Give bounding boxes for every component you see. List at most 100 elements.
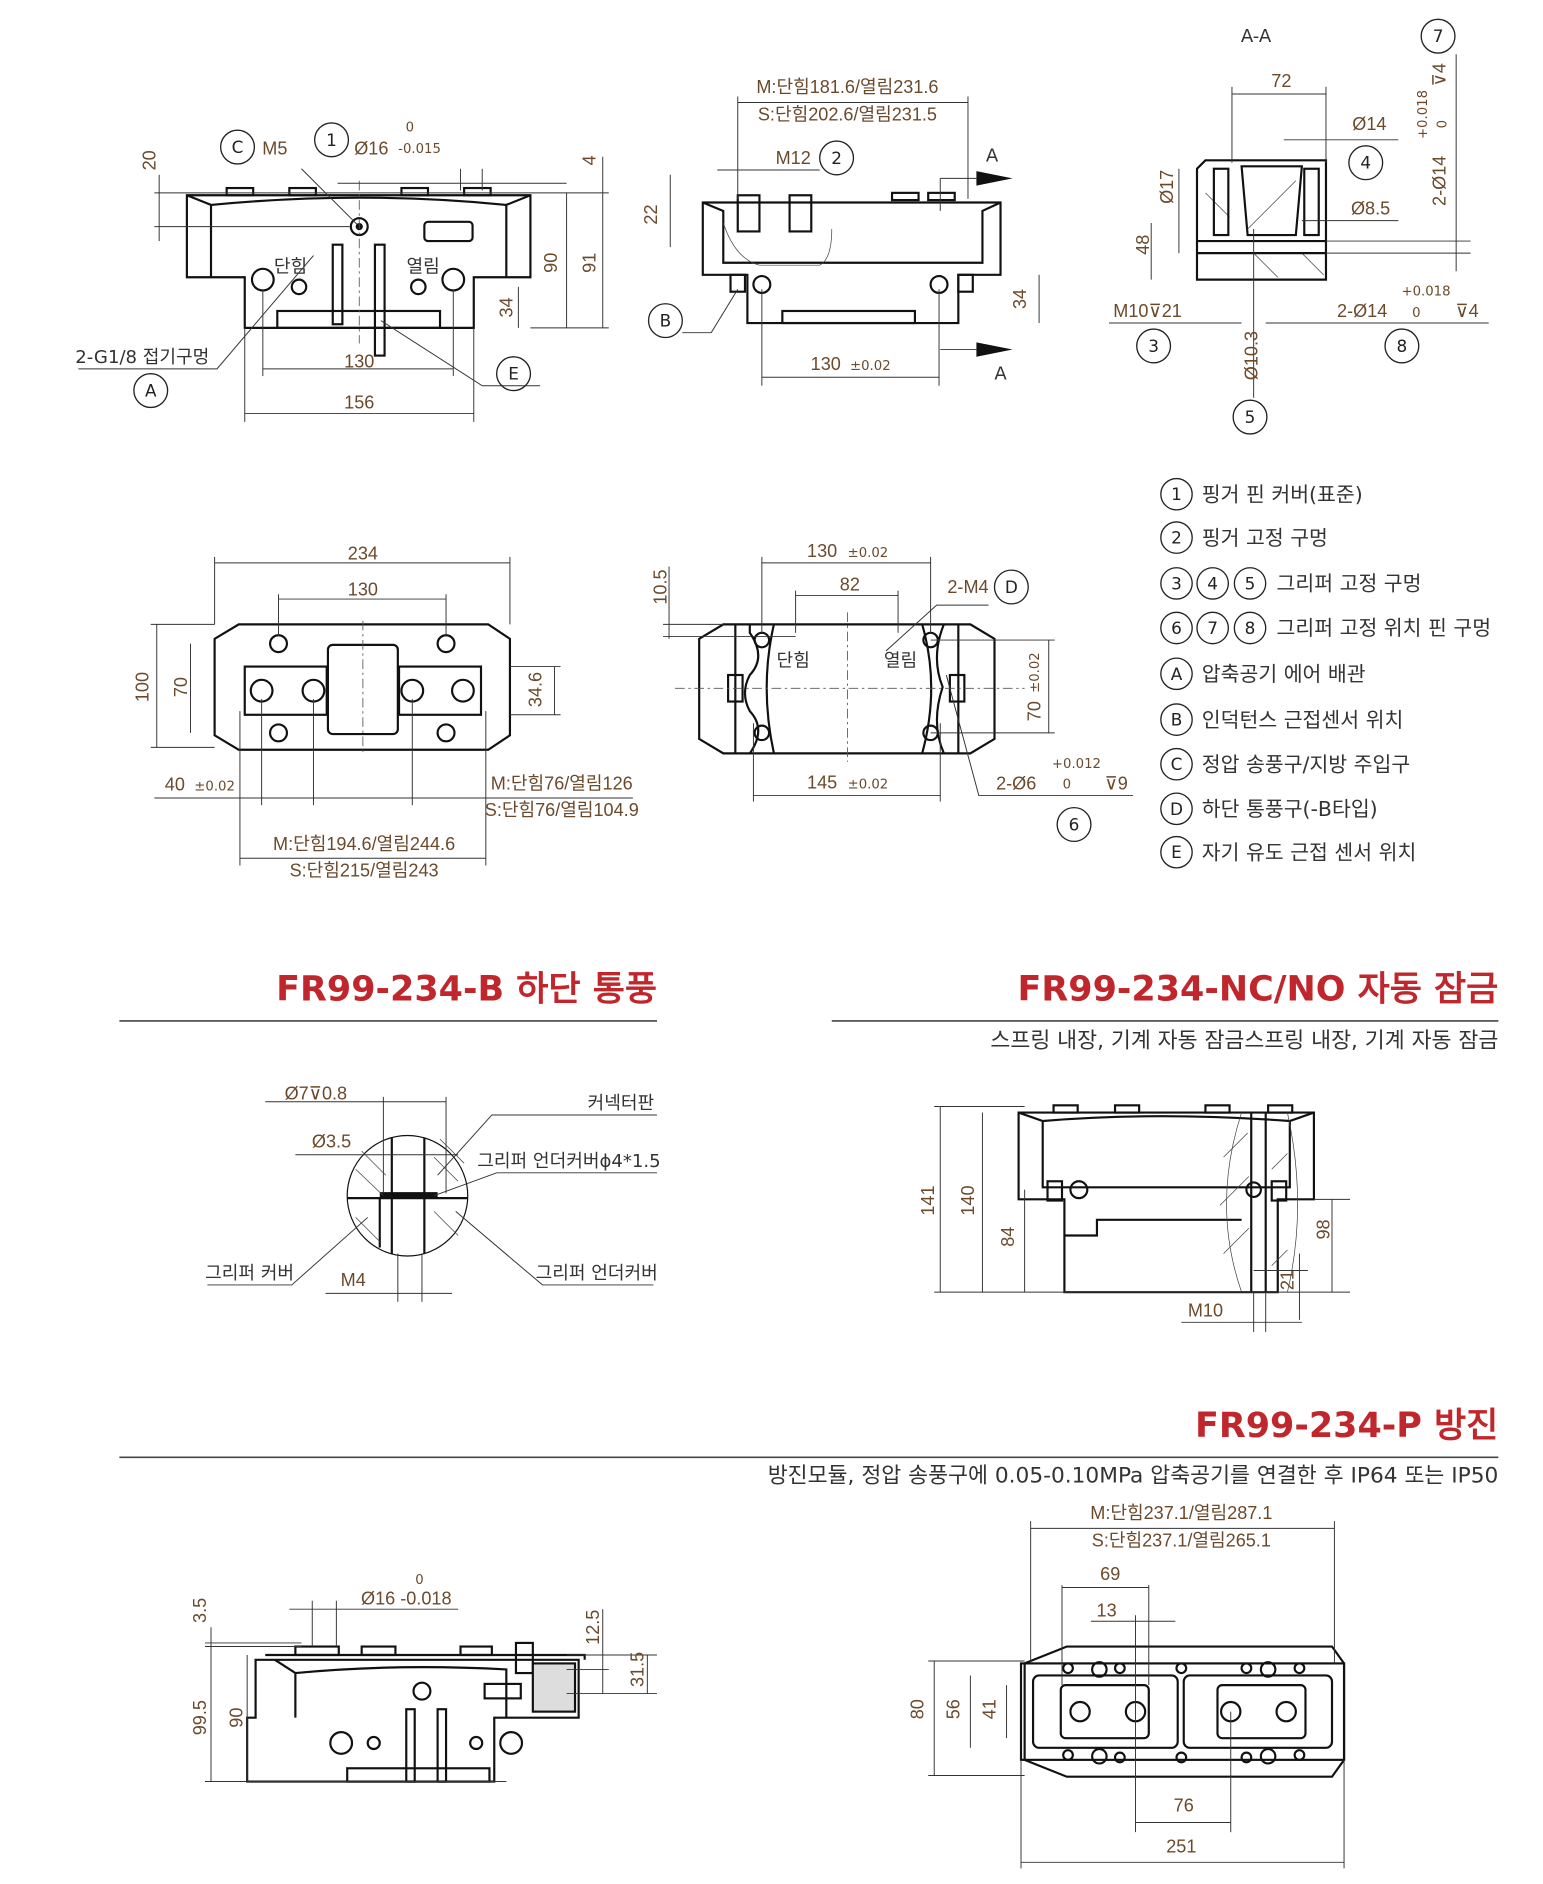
label-closed: 단힘 — [777, 651, 810, 672]
svg-text:B: B — [1171, 710, 1183, 730]
top-view-drawing: 130 ±0.02 82 10.5 2-M4 단힘 열림 70 ±0.02 14… — [651, 541, 1134, 843]
dim-145: 145 — [807, 772, 837, 792]
tol-upper-bottom: +0.018 — [1401, 284, 1450, 299]
svg-text:그리퍼 고정 위치 핀 구멍: 그리퍼 고정 위치 핀 구멍 — [1277, 616, 1492, 640]
legend-item: B 인덕턴스 근접센서 위치 — [1160, 703, 1403, 736]
callout-7: 7 — [1420, 18, 1456, 54]
dim-diameter-7-depth: Ø7⊽0.8 — [285, 1083, 347, 1103]
dim-80: 80 — [907, 1699, 927, 1719]
callout-c: C — [219, 129, 256, 165]
dim-84: 84 — [998, 1227, 1018, 1247]
bottom-view-drawing: 234 130 100 70 34.6 40 ±0.02 M:단힘76/열림12… — [132, 543, 638, 880]
dim-stroke-s: S:단힘202.6/열림231.5 — [758, 105, 937, 125]
depth-4: ⊽4 — [1429, 63, 1449, 86]
callout-1: 1 — [314, 122, 350, 158]
dim-22: 22 — [641, 205, 661, 225]
svg-text:6: 6 — [1069, 814, 1080, 834]
label-air-port: 2-G1/8 접기구멍 — [75, 347, 209, 368]
tol-002: ±0.02 — [848, 546, 889, 561]
front-view-drawing: 20 M5 Ø16 0 -0.015 4 90 91 34 단힘 열림 2-G1… — [75, 120, 609, 422]
callout-b: B — [647, 303, 683, 339]
svg-text:6: 6 — [1171, 618, 1182, 638]
dim-56: 56 — [944, 1699, 964, 1719]
svg-text:D: D — [1170, 799, 1183, 819]
section-title-nc-no: FR99-234-NC/NO 자동 잠금 — [1018, 969, 1499, 1009]
svg-text:그리퍼 고정 구멍: 그리퍼 고정 구멍 — [1277, 572, 1422, 596]
callout-d: D — [993, 569, 1029, 605]
dim-4: 4 — [580, 155, 600, 165]
svg-text:자기 유도 근접 센서 위치: 자기 유도 근접 센서 위치 — [1202, 840, 1417, 864]
dim-diameter-14: Ø14 — [1352, 114, 1386, 134]
section-title-b: FR99-234-B 하단 통풍 — [276, 969, 657, 1009]
dim-40: 40 — [165, 775, 185, 795]
dim-3-5: 3.5 — [190, 1598, 210, 1623]
section-title-p: FR99-234-P 방진 — [1195, 1406, 1498, 1446]
dim-stroke-m: M:단힘181.6/열림231.6 — [756, 77, 938, 97]
label-connector-plate: 커넥터판 — [588, 1093, 655, 1114]
dim-130: 130 — [807, 541, 837, 561]
label-gripper-undercover-spec: 그리퍼 언더커버ϕ4*1.5 — [477, 1151, 660, 1172]
dim-13: 13 — [1097, 1600, 1117, 1620]
label-m10: M10 — [1188, 1300, 1223, 1320]
dim-total-m: M:단힘194.6/열림244.6 — [273, 834, 455, 854]
label-gripper-cover: 그리퍼 커버 — [205, 1263, 294, 1284]
label-m10-depth-21: M10⊽21 — [1113, 301, 1182, 321]
dim-140: 140 — [958, 1185, 978, 1215]
dim-69: 69 — [1100, 1564, 1120, 1584]
dim-130: 130 — [811, 354, 841, 374]
svg-text:하단 통풍구(-B타입): 하단 통풍구(-B타입) — [1202, 797, 1378, 821]
dim-141: 141 — [918, 1185, 938, 1215]
dim-34: 34 — [496, 297, 516, 317]
svg-text:정압 송풍구/지방 주입구: 정압 송풍구/지방 주입구 — [1202, 752, 1410, 776]
dim-stroke-m: M:단힘237.1/열림287.1 — [1090, 1503, 1272, 1523]
svg-text:5: 5 — [1245, 573, 1256, 593]
label-m4: M4 — [341, 1270, 366, 1290]
section-subtitle-nc-no: 스프링 내장, 기계 자동 잠금스프링 내장, 기계 자동 잠금 — [990, 1028, 1498, 1053]
tol-002-vertical: ±0.02 — [1028, 652, 1043, 693]
svg-text:8: 8 — [1397, 336, 1408, 356]
label-open: 열림 — [407, 256, 440, 277]
label-closed: 단힘 — [274, 256, 307, 277]
svg-text:2: 2 — [831, 148, 842, 168]
svg-text:5: 5 — [1245, 407, 1256, 427]
tol-002: ±0.02 — [194, 780, 235, 795]
section-subtitle-p: 방진모듈, 정압 송풍구에 0.05-0.10MPa 압축공기를 연결한 후 I… — [768, 1464, 1499, 1489]
dim-100: 100 — [132, 672, 152, 702]
svg-text:C: C — [1171, 754, 1183, 774]
section-mark-a-bottom: A — [994, 364, 1007, 385]
svg-text:B: B — [660, 311, 672, 331]
dim-48: 48 — [1133, 235, 1153, 255]
svg-text:A: A — [1171, 664, 1183, 684]
tol-upper: +0.012 — [1052, 757, 1101, 772]
depth-4-bottom: ⊽4 — [1455, 301, 1478, 321]
dim-diameter-10-3: Ø10.3 — [1241, 331, 1261, 380]
svg-text:A: A — [145, 381, 157, 401]
legend-item: D 하단 통풍구(-B타입) — [1160, 792, 1378, 826]
svg-text:4: 4 — [1207, 573, 1218, 593]
svg-text:E: E — [1171, 842, 1182, 862]
dim-diameter-8-5: Ø8.5 — [1351, 199, 1390, 219]
svg-text:핑거 고정 구멍: 핑거 고정 구멍 — [1202, 526, 1328, 550]
dim-90: 90 — [541, 253, 561, 273]
dim-2-diameter-14-bottom: 2-Ø14 — [1337, 301, 1387, 321]
callout-e: E — [496, 356, 532, 392]
dim-total-s: S:단힘215/열림243 — [290, 860, 439, 880]
dim-diameter-3-5: Ø3.5 — [312, 1132, 351, 1152]
svg-text:2: 2 — [1171, 528, 1182, 548]
callout-3: 3 — [1136, 328, 1172, 364]
label-2-m4: 2-M4 — [947, 577, 988, 597]
dim-2-diameter-6: 2-Ø6 — [996, 774, 1036, 794]
dim-251: 251 — [1166, 1837, 1196, 1857]
dim-2-diameter-14: 2-Ø14 — [1429, 156, 1449, 206]
depth-9: ⊽9 — [1105, 774, 1128, 794]
svg-text:핑거 핀 커버(표준): 핑거 핀 커버(표준) — [1202, 482, 1363, 506]
tol-upper: 0 — [415, 1573, 423, 1588]
svg-text:D: D — [1005, 577, 1018, 597]
side-view-drawing: M:단힘181.6/열림231.6 S:단힘202.6/열림231.5 M12 … — [641, 77, 1040, 386]
section-label-aa: A-A — [1241, 26, 1272, 47]
dim-12-5: 12.5 — [583, 1610, 603, 1645]
svg-text:인덕턴스 근접센서 위치: 인덕턴스 근접센서 위치 — [1202, 708, 1403, 732]
